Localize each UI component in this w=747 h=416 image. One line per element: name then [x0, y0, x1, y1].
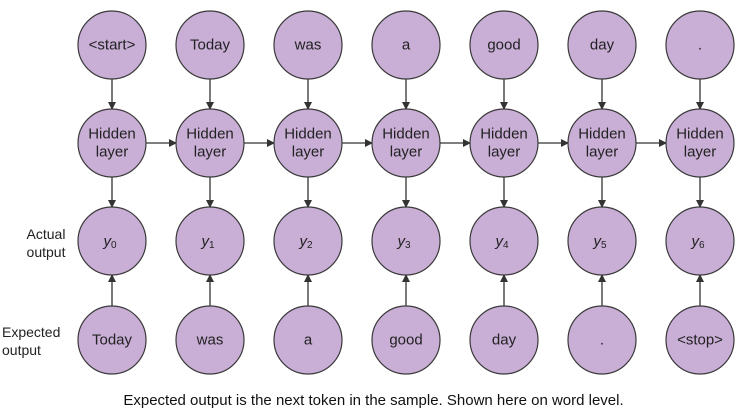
expected-token-node: [273, 305, 343, 375]
expected-token-text: Today: [92, 332, 133, 349]
hidden-layer-text-line-1: Hidden: [676, 126, 724, 143]
actual-output-node: [469, 206, 539, 276]
hidden-layer-node: [273, 108, 343, 178]
input-token-text: a: [402, 37, 411, 54]
input-token-text: .: [698, 37, 702, 54]
arrows: [108, 79, 704, 306]
actual-output-node: [273, 206, 343, 276]
expected-token-node: [665, 305, 735, 375]
input-token-text: <start>: [89, 37, 136, 54]
expected-token-node: [77, 305, 147, 375]
caption: Expected output is the next token in the…: [123, 392, 624, 409]
expected-token-node: [371, 305, 441, 375]
actual-output-text: y6: [690, 233, 705, 251]
expected-token-node: [175, 305, 245, 375]
actual-output-base: y: [494, 233, 504, 250]
actual-output-label-line-2: output: [26, 244, 66, 260]
actual-output-label: Actual output: [14, 225, 78, 261]
hidden-layer-text-line-2: layer: [292, 144, 325, 161]
hidden-layer-text-line-2: layer: [96, 144, 129, 161]
actual-output-subscript: 4: [503, 240, 509, 251]
actual-output-text: y2: [298, 233, 313, 251]
expected-token-text: day: [492, 332, 517, 349]
hidden-layer-node: [77, 108, 147, 178]
hidden-layer-node: [175, 108, 245, 178]
expected-output-label-line-1: Expected: [2, 324, 61, 340]
actual-output-subscript: 5: [601, 240, 607, 251]
hidden-layer-text-line-2: layer: [194, 144, 227, 161]
input-token-node: [371, 10, 441, 80]
actual-output-text: y0: [102, 233, 117, 251]
hidden-layer-text-line-1: Hidden: [186, 126, 234, 143]
hidden-layer-node: [567, 108, 637, 178]
expected-token-node: [567, 305, 637, 375]
input-token-node: [665, 10, 735, 80]
actual-output-base: y: [200, 233, 210, 250]
hidden-layer-node: [665, 108, 735, 178]
input-token-node: [567, 10, 637, 80]
expected-token-text: good: [389, 332, 422, 349]
hidden-layer-text-line-2: layer: [684, 144, 717, 161]
actual-output-subscript: 1: [209, 240, 215, 251]
hidden-layer-text-line-2: layer: [488, 144, 521, 161]
nodes: <start>Hiddenlayery0TodayTodayHiddenlaye…: [77, 10, 735, 375]
actual-output-text: y1: [200, 233, 215, 251]
hidden-layer-text-line-1: Hidden: [284, 126, 332, 143]
input-token-text: day: [590, 37, 615, 54]
input-token-text: was: [294, 37, 322, 54]
expected-token-text: a: [304, 332, 313, 349]
input-token-text: Today: [190, 37, 231, 54]
actual-output-subscript: 6: [699, 240, 705, 251]
actual-output-subscript: 3: [405, 240, 411, 251]
hidden-layer-text-line-1: Hidden: [578, 126, 626, 143]
hidden-layer-text-line-1: Hidden: [480, 126, 528, 143]
expected-output-label: Expected output: [2, 323, 74, 359]
actual-output-base: y: [690, 233, 700, 250]
input-token-node: [273, 10, 343, 80]
actual-output-subscript: 0: [111, 240, 117, 251]
expected-token-text: was: [196, 332, 224, 349]
input-token-node: [175, 10, 245, 80]
actual-output-subscript: 2: [307, 240, 313, 251]
actual-output-base: y: [396, 233, 406, 250]
actual-output-text: y4: [494, 233, 509, 251]
input-token-text: good: [487, 37, 520, 54]
actual-output-node: [567, 206, 637, 276]
actual-output-node: [665, 206, 735, 276]
hidden-layer-text-line-1: Hidden: [88, 126, 136, 143]
hidden-layer-node: [469, 108, 539, 178]
expected-token-text: .: [600, 332, 604, 349]
actual-output-base: y: [298, 233, 308, 250]
actual-output-node: [77, 206, 147, 276]
actual-output-node: [175, 206, 245, 276]
hidden-layer-text-line-2: layer: [586, 144, 619, 161]
actual-output-text: y5: [592, 233, 607, 251]
input-token-node: [469, 10, 539, 80]
hidden-layer-text-line-1: Hidden: [382, 126, 430, 143]
expected-output-label-line-2: output: [2, 342, 41, 358]
actual-output-text: y3: [396, 233, 411, 251]
input-token-node: [77, 10, 147, 80]
actual-output-node: [371, 206, 441, 276]
hidden-layer-node: [371, 108, 441, 178]
actual-output-base: y: [592, 233, 602, 250]
expected-token-node: [469, 305, 539, 375]
hidden-layer-text-line-2: layer: [390, 144, 423, 161]
actual-output-label-line-1: Actual: [26, 226, 66, 242]
actual-output-base: y: [102, 233, 112, 250]
expected-token-text: <stop>: [677, 332, 723, 349]
